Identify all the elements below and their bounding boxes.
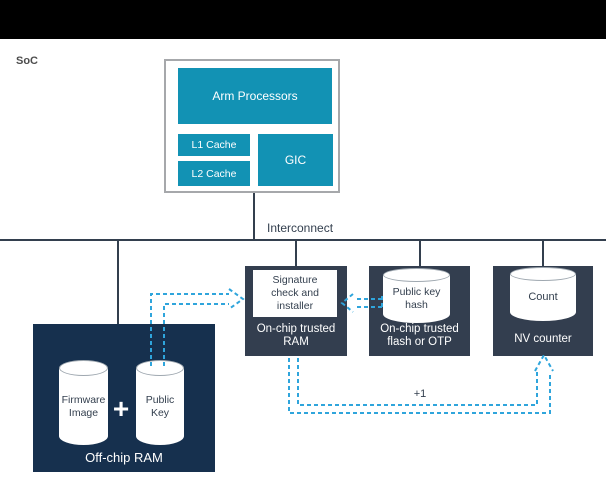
on-chip-trusted-ram-box: Signature check and installer On-chip tr… [245,266,347,356]
top-bar [0,0,606,39]
gic-box: GIC [258,134,333,186]
public-key-label: Public Key [145,393,175,419]
l2-cache-box: L2 Cache [178,161,250,186]
increment-label: +1 [413,388,427,400]
count-label: Count [528,290,558,303]
plus-sign: + [112,393,130,424]
signature-check-installer-box: Signature check and installer [253,270,337,317]
public-key-hash-cylinder: Public key hash [383,268,450,323]
arrow-public-key-to-installer-head [228,288,245,310]
off-chip-ram-caption: Off-chip RAM [85,450,163,465]
on-chip-trusted-ram-caption: On-chip trusted RAM [256,322,336,349]
arrow-plus-one-head [534,352,554,372]
interconnect-label: Interconnect [267,221,334,235]
public-key-hash-label: Public key hash [392,286,441,311]
l1-cache-box: L1 Cache [178,134,250,156]
off-chip-ram-box: Firmware Image + Public Key Off-chip RAM [33,324,215,472]
firmware-image-cylinder: Firmware Image [59,360,108,445]
firmware-image-label: Firmware Image [61,393,106,419]
arrow-plus-one-outer [288,358,551,414]
nv-counter-caption: NV counter [514,333,572,346]
count-cylinder: Count [510,267,576,321]
arm-processors-box: Arm Processors [178,68,332,124]
on-chip-trusted-flash-box: Public key hash On-chip trusted flash or… [369,266,470,356]
on-chip-trusted-flash-caption: On-chip trusted flash or OTP [380,322,459,349]
soc-label: SoC [16,55,38,67]
cpu-cluster-box: Arm Processors L1 Cache L2 Cache GIC [164,59,340,193]
public-key-cylinder: Public Key [136,360,184,445]
nv-counter-box: Count NV counter [493,266,593,356]
